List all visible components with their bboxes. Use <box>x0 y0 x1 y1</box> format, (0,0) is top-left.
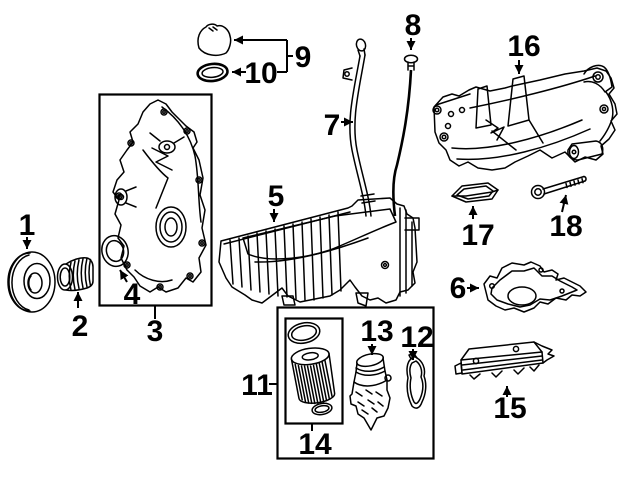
callout-12[interactable]: 12 <box>400 321 434 360</box>
crankshaft-pulley-drawing <box>7 251 56 313</box>
callout-16[interactable]: 16 <box>507 30 541 74</box>
callout-17[interactable]: 17 <box>461 206 495 252</box>
oil-filter-element-drawing <box>287 321 336 416</box>
callout-16-label[interactable]: 16 <box>507 30 540 63</box>
callout-3[interactable]: 3 <box>147 306 164 348</box>
callout-10-label[interactable]: 10 <box>244 57 277 90</box>
callout-5[interactable]: 5 <box>268 180 285 222</box>
oil-cooler-drawing <box>454 341 555 380</box>
callout-18[interactable]: 18 <box>549 194 583 243</box>
callout-2[interactable]: 2 <box>72 292 89 343</box>
oil-filler-cap-drawing <box>197 23 232 57</box>
callout-7-label[interactable]: 7 <box>324 109 341 142</box>
callout-6-label[interactable]: 6 <box>450 272 467 305</box>
manifold-bolt-drawing <box>530 175 587 200</box>
oil-pan-drawing <box>218 197 420 307</box>
callout-14-label[interactable]: 14 <box>298 428 332 461</box>
callout-5-label[interactable]: 5 <box>268 180 285 213</box>
callout-3-label[interactable]: 3 <box>147 315 164 348</box>
callout-12-label[interactable]: 12 <box>400 321 433 354</box>
filler-cap-seal-drawing <box>196 62 229 83</box>
callout-11[interactable]: 11 <box>241 369 277 402</box>
front-crank-seal-drawing <box>101 234 129 268</box>
callout-1-label[interactable]: 1 <box>19 209 36 242</box>
callout-8[interactable]: 8 <box>405 9 422 50</box>
callout-13-label[interactable]: 13 <box>360 315 393 348</box>
callout-9[interactable]: 9 <box>234 35 312 74</box>
intake-manifold-drawing <box>432 64 618 171</box>
oil-filter-housing-drawing <box>349 352 392 431</box>
callout-17-label[interactable]: 17 <box>461 219 494 252</box>
callout-15[interactable]: 15 <box>493 386 527 425</box>
callout-1[interactable]: 1 <box>19 209 36 249</box>
timing-cover-drawing <box>112 99 207 293</box>
callout-15-label[interactable]: 15 <box>493 392 526 425</box>
callout-10[interactable]: 10 <box>232 57 287 90</box>
timing-cover-box <box>98 93 213 307</box>
dipstick-tube-drawing <box>342 38 376 217</box>
manifold-gasket-drawing <box>451 182 499 203</box>
callout-6[interactable]: 6 <box>450 272 479 305</box>
callout-13[interactable]: 13 <box>360 315 394 355</box>
ribbed-coupling-drawing <box>56 257 94 292</box>
callout-11-label[interactable]: 11 <box>241 369 273 402</box>
callout-7[interactable]: 7 <box>324 109 353 142</box>
callout-14[interactable]: 14 <box>298 423 332 461</box>
callout-4-label[interactable]: 4 <box>124 278 141 311</box>
callout-4[interactable]: 4 <box>119 269 141 311</box>
callout-18-label[interactable]: 18 <box>549 210 582 243</box>
oil-pan-baffle-drawing <box>483 261 587 313</box>
housing-gasket-drawing <box>406 353 427 409</box>
callout-8-label[interactable]: 8 <box>405 9 422 42</box>
callout-9-label[interactable]: 9 <box>295 41 312 74</box>
callout-2-label[interactable]: 2 <box>72 310 89 343</box>
dipstick-drawing <box>392 54 419 217</box>
oil-filter-kit-box <box>276 306 435 460</box>
